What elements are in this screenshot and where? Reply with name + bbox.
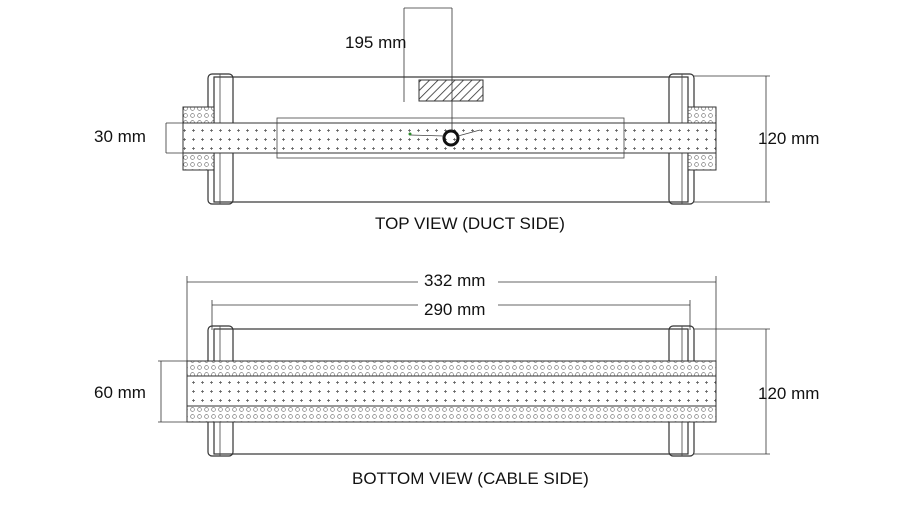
top-ring — [442, 129, 460, 147]
bottom-view: 332 mm 290 mm 60 mm 120 mm BOTTOM VIEW (… — [94, 270, 819, 488]
bottom-view-caption: BOTTOM VIEW (CABLE SIDE) — [352, 469, 589, 488]
top-view: 195 mm 30 mm 120 mm TOP VIEW (DUCT SIDE) — [94, 7, 819, 233]
dim-30-label: 30 mm — [94, 127, 146, 146]
dim-60-label: 60 mm — [94, 383, 146, 402]
top-view-caption: TOP VIEW (DUCT SIDE) — [375, 214, 565, 233]
bottom-band-lower — [186, 405, 717, 423]
top-center-strip — [182, 122, 717, 154]
top-hatched-block — [418, 79, 484, 102]
bottom-band-center — [186, 375, 717, 407]
bottom-band-upper — [186, 360, 717, 377]
bottom-dim-120-label: 120 mm — [758, 384, 819, 403]
dim-290-label: 290 mm — [424, 300, 485, 319]
top-inner-frame — [276, 117, 625, 159]
top-dim-120-label: 120 mm — [758, 129, 819, 148]
dim-195-label: 195 mm — [345, 33, 406, 52]
dim-332-label: 332 mm — [424, 271, 485, 290]
